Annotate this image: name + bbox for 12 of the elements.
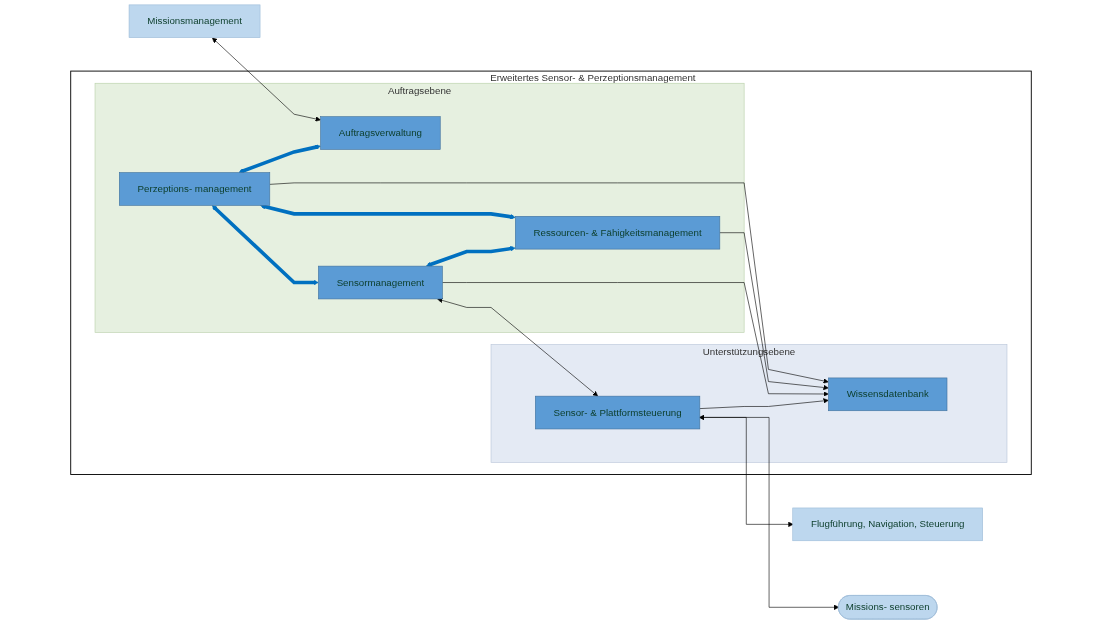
arrow: [426, 246, 516, 268]
node-box: Wissensdatenbank: [828, 377, 948, 412]
node-box: Flugführung, Navigation, Steuerung: [792, 507, 983, 542]
node-box: Auftragsverwaltung: [320, 116, 441, 150]
arrow: [211, 205, 319, 286]
arrow: [238, 144, 321, 174]
arrow: [260, 204, 516, 220]
node-box: Perzeptions- management: [119, 172, 271, 206]
node-box: Sensor- & Plattformsteuerung: [535, 395, 701, 430]
node-box: Sensormanagement: [318, 265, 443, 300]
node-box: Ressourcen- & Fähigkeitsmanagement: [515, 216, 721, 250]
node-box: Missionsmanagement: [128, 4, 261, 38]
